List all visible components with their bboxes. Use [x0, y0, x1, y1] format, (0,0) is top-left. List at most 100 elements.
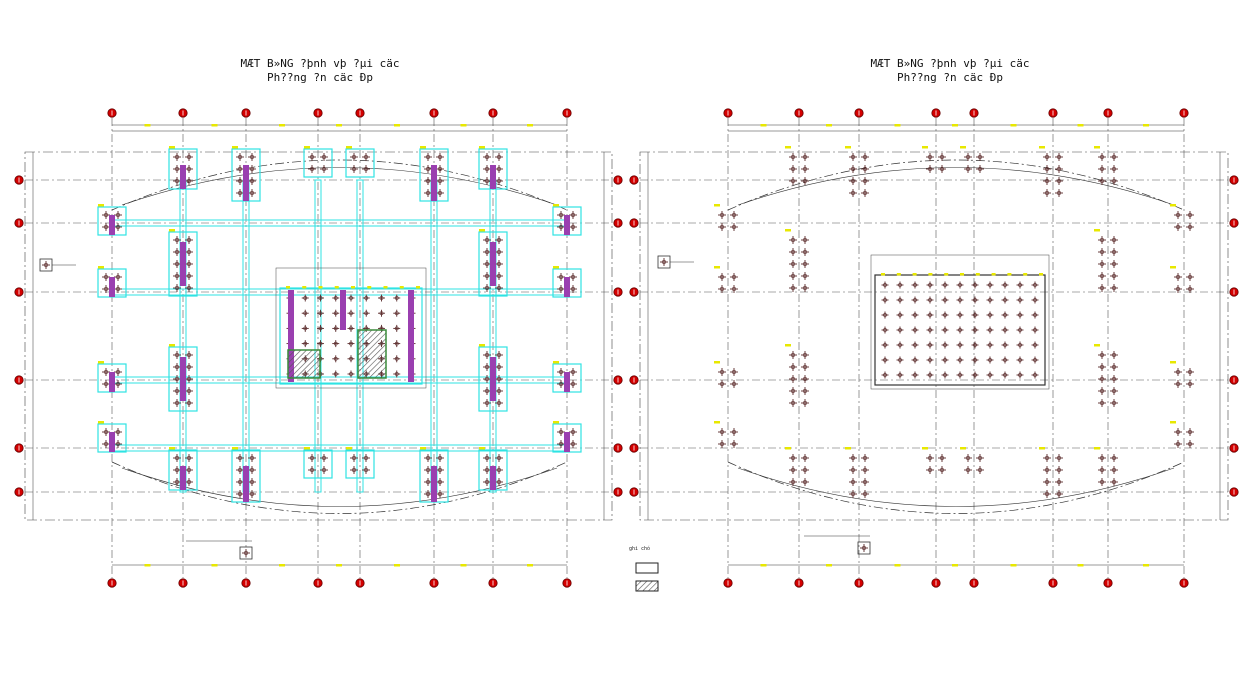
- dimension-tag: [1170, 361, 1176, 364]
- dimension-tag: [896, 273, 901, 276]
- pile-cap: [345, 449, 375, 479]
- axis-bubble-icon: [723, 108, 733, 118]
- pile-cross-icon: [926, 165, 934, 173]
- pile-cross-icon: [849, 189, 857, 197]
- pile-cross-icon: [350, 454, 358, 462]
- axis-bubble-icon: [629, 218, 639, 228]
- pile-cross-icon: [185, 375, 193, 383]
- pile-cap-beam: [180, 466, 186, 490]
- pile-cross-icon: [801, 248, 809, 256]
- axis-bubble-icon: [488, 578, 498, 588]
- pile-cross-icon: [1186, 368, 1194, 376]
- pile-cross-icon: [801, 236, 809, 244]
- dimension-tag: [952, 124, 958, 127]
- pile-cross-icon: [801, 399, 809, 407]
- pile-cross-icon: [1186, 223, 1194, 231]
- pile-cross-icon: [956, 296, 964, 304]
- pile-cross-icon: [971, 356, 979, 364]
- pile-cross-icon: [1031, 371, 1039, 379]
- pile-cross-icon: [789, 466, 797, 474]
- pile-cross-icon: [1174, 428, 1182, 436]
- dimension-tag: [553, 421, 559, 424]
- pile-cross-icon: [956, 311, 964, 319]
- dimension-tag: [98, 266, 104, 269]
- pile-cross-icon: [424, 177, 432, 185]
- dimension-tag: [336, 564, 342, 567]
- pile-cross-icon: [1174, 380, 1182, 388]
- core-wall: [408, 290, 414, 382]
- pile-cross-icon: [986, 326, 994, 334]
- pile-cross-icon: [896, 356, 904, 364]
- pile-cross-icon: [849, 177, 857, 185]
- pile-cap-beam: [180, 165, 186, 189]
- plan-boundary: [24, 151, 613, 521]
- pile-cross-icon: [42, 261, 50, 269]
- pile-cap-beam: [243, 466, 249, 502]
- legend-empty-box-icon: [635, 562, 659, 574]
- dimension-tag: [527, 564, 533, 567]
- dimension-tag: [553, 266, 559, 269]
- dimension-tag: [420, 447, 426, 450]
- pile-cross-icon: [317, 340, 324, 348]
- pile-cross-icon: [1043, 165, 1051, 173]
- axis-bubble-icon: [313, 108, 323, 118]
- pile-cross-icon: [424, 454, 432, 462]
- axis-bubble-icon: [14, 218, 24, 228]
- pile-cross-icon: [362, 454, 370, 462]
- dimension-tag: [1170, 266, 1176, 269]
- left-plan-title-line1: MÆT B»NG ?þnh vþ ?µi cäc: [240, 57, 400, 70]
- pile-cross-icon: [1016, 281, 1024, 289]
- pile-cross-icon: [1098, 153, 1106, 161]
- pile-cross-icon: [332, 294, 340, 302]
- pile-cross-icon: [1098, 399, 1106, 407]
- pile-cross-icon: [849, 478, 857, 486]
- pile-cross-icon: [114, 428, 122, 436]
- pile-cross-icon: [1098, 248, 1106, 256]
- pile-cross-icon: [1098, 351, 1106, 359]
- dimension-tag: [1039, 447, 1045, 450]
- pile-cross-icon: [495, 165, 503, 173]
- pile-cross-icon: [801, 165, 809, 173]
- pile-cross-icon: [483, 351, 491, 359]
- pile-cross-icon: [495, 351, 503, 359]
- pile-cross-icon: [801, 351, 809, 359]
- pile-cross-icon: [801, 153, 809, 161]
- right-plan-title-line2: Ph??ng ?n cäc Ðp: [897, 71, 1003, 84]
- dimension-tag: [1010, 124, 1017, 127]
- pile-cross-icon: [424, 478, 432, 486]
- pile-cross-icon: [173, 260, 181, 268]
- pile-cross-icon: [1055, 466, 1063, 474]
- pile-cross-icon: [896, 311, 904, 319]
- pile-cross-icon: [185, 248, 193, 256]
- pile-cross-icon: [938, 466, 946, 474]
- pile-cross-icon: [185, 454, 193, 462]
- pile-cap: [478, 231, 508, 297]
- dimension-tag: [928, 273, 933, 276]
- pile-cross-icon: [308, 466, 316, 474]
- pile-cross-icon: [332, 370, 340, 378]
- pile-cross-icon: [347, 309, 355, 317]
- detail-cap: [239, 546, 253, 560]
- pile-cross-icon: [173, 387, 181, 395]
- pile-cross-icon: [1110, 165, 1118, 173]
- pile-cross-icon: [896, 296, 904, 304]
- pile-cross-icon: [1098, 387, 1106, 395]
- pile-cross-icon: [350, 466, 358, 474]
- pile-cross-icon: [718, 380, 726, 388]
- pile-cross-icon: [436, 478, 444, 486]
- pile-cross-icon: [495, 363, 503, 371]
- pile-cross-icon: [789, 284, 797, 292]
- pile-cross-icon: [789, 375, 797, 383]
- pile-cross-icon: [557, 380, 565, 388]
- pile-cross-icon: [347, 355, 355, 363]
- axis-bubble-icon: [1229, 218, 1239, 228]
- dimension-tag: [346, 447, 352, 450]
- pile-cross-icon: [495, 478, 503, 486]
- pile-cross-icon: [569, 223, 577, 231]
- core-hatched-zone: [357, 329, 387, 379]
- pile-cross-icon: [242, 549, 250, 557]
- pile-cross-icon: [495, 399, 503, 407]
- pile-cross-icon: [557, 211, 565, 219]
- pile-cross-icon: [1110, 387, 1118, 395]
- pile-cross-icon: [801, 478, 809, 486]
